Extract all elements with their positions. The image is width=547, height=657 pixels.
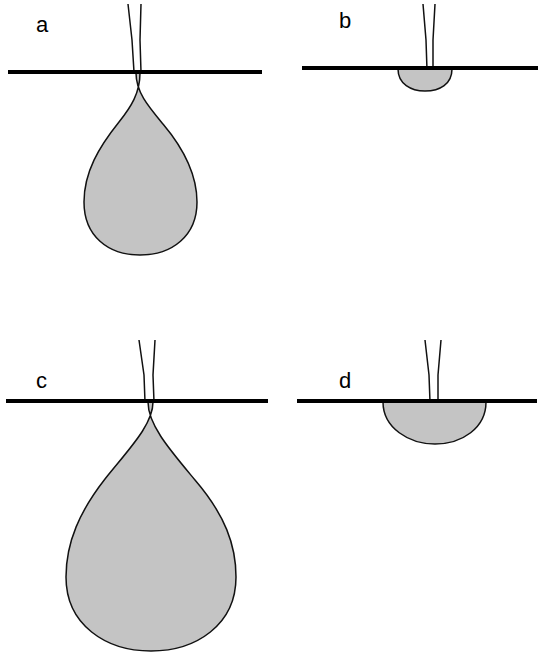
panel-letter: b xyxy=(339,10,351,32)
teardrop-bleb xyxy=(66,402,236,651)
skin-surface xyxy=(297,399,537,403)
needle xyxy=(425,340,430,402)
panel-letter: c xyxy=(36,370,47,392)
needle xyxy=(153,340,155,402)
needle xyxy=(438,340,441,402)
skin-surface xyxy=(302,66,538,70)
needle xyxy=(140,4,141,72)
shallow-bleb xyxy=(398,69,452,91)
needle xyxy=(423,4,427,70)
panel-letter: a xyxy=(36,14,48,36)
needle xyxy=(433,4,435,70)
skin-surface xyxy=(6,399,268,403)
needle xyxy=(128,4,134,72)
teardrop-bleb xyxy=(84,73,197,255)
shallow-bleb xyxy=(383,402,486,444)
needle xyxy=(139,340,145,402)
skin-surface xyxy=(8,70,262,74)
panel-letter: d xyxy=(339,370,351,392)
